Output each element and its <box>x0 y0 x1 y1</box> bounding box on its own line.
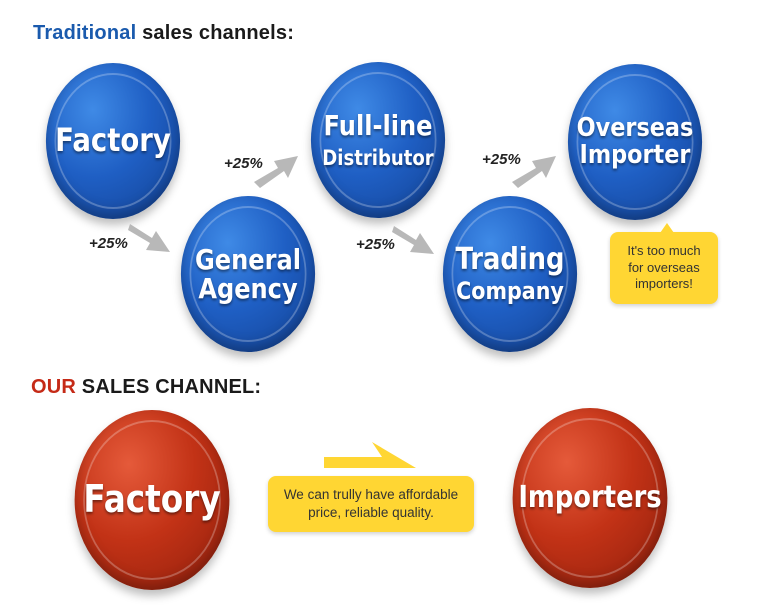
node-trading-company-line2: Company <box>456 277 564 306</box>
yellow-arrow-icon <box>324 442 416 468</box>
node-factory-ours-label: Factory <box>83 477 221 522</box>
markup-label-3: +25% <box>356 236 395 253</box>
our-note-line1: We can trully have affordable <box>283 487 459 503</box>
overseas-note-line3: importers! <box>635 276 693 292</box>
traditional-heading-rest: sales channels: <box>136 22 295 44</box>
node-factory-traditional-label: Factory <box>55 121 171 160</box>
node-factory-traditional: Factory <box>45 63 181 219</box>
traditional-heading-accent: Traditional <box>33 22 137 44</box>
our-note-line2: price, reliable quality. <box>308 505 434 520</box>
node-importers: Importers <box>512 408 668 588</box>
node-general-agency-line1: General <box>195 242 301 276</box>
markup-label-4: +25% <box>482 151 521 168</box>
overseas-note-callout: It's too much for overseas importers! <box>610 223 718 304</box>
traditional-heading: Traditional sales channels: <box>33 22 294 45</box>
node-overseas-importer-line2: Importer <box>579 140 691 170</box>
node-overseas-importer-line1: Overseas <box>576 112 694 143</box>
node-general-agency: General Agency <box>180 196 316 352</box>
node-full-line-distributor-line1: Full-line <box>323 109 433 143</box>
node-importers-label: Importers <box>518 480 662 516</box>
arrow-agency-to-distributor-icon <box>254 156 298 188</box>
node-general-agency-line2: Agency <box>198 272 298 305</box>
node-factory-ours: Factory <box>74 410 230 590</box>
node-trading-company-line1: Trading <box>455 241 565 277</box>
overseas-note-line2: for overseas <box>628 259 700 275</box>
arrow-trading-to-importer-icon <box>512 156 556 188</box>
our-channel-heading-accent: OUR <box>31 376 77 398</box>
node-trading-company: Trading Company <box>442 196 578 352</box>
node-full-line-distributor: Full-line Distributor <box>310 62 446 218</box>
overseas-note-line1: It's too much <box>627 242 701 258</box>
our-channel-heading: OUR SALES CHANNEL: <box>31 376 261 399</box>
markup-label-2: +25% <box>224 155 263 172</box>
node-overseas-importer: Overseas Importer <box>567 64 703 220</box>
arrow-distributor-to-trading-icon <box>392 226 434 254</box>
node-full-line-distributor-line2: Distributor <box>322 145 434 170</box>
our-channel-heading-rest: SALES CHANNEL: <box>76 376 262 398</box>
our-note-callout: We can trully have affordable price, rel… <box>268 476 474 532</box>
arrow-factory-to-agency-icon <box>128 224 170 252</box>
markup-label-1: +25% <box>89 235 128 252</box>
